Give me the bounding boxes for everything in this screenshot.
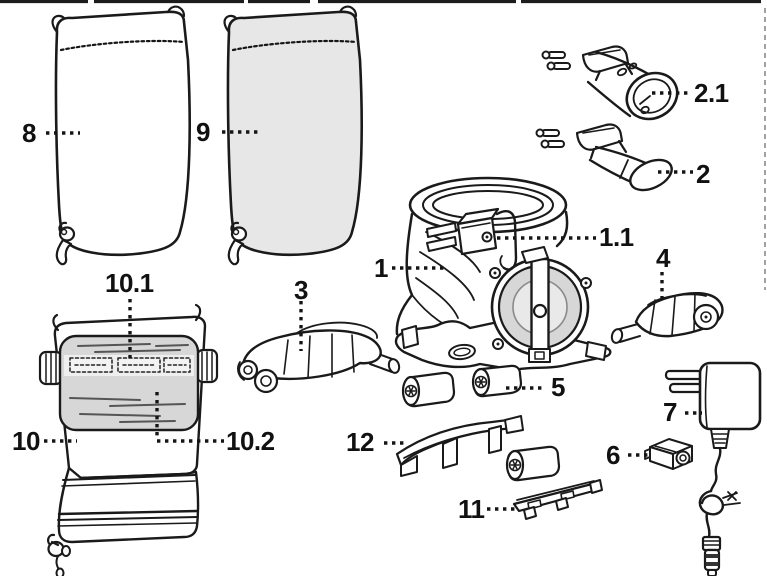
part-4-art-side-wing-right bbox=[610, 292, 724, 344]
part-6-art-motor-block bbox=[644, 438, 693, 470]
part-10-art-roller-bag bbox=[38, 303, 219, 576]
part-label-12: 12 bbox=[346, 427, 374, 457]
part-9-art-filter-bag bbox=[223, 5, 364, 266]
part-12-art-curved-bracket bbox=[395, 415, 524, 477]
part-label-7: 7 bbox=[663, 397, 677, 427]
part-11-art-clip-rail bbox=[512, 479, 603, 520]
part-label-1-1: 1.1 bbox=[599, 222, 634, 252]
callout-leaders bbox=[44, 91, 702, 511]
part-10-1-art-roller-brush bbox=[38, 334, 219, 432]
part-label-2: 2 bbox=[696, 159, 710, 189]
part-label-6: 6 bbox=[606, 440, 620, 470]
part-3-art-side-wing-left bbox=[237, 321, 401, 394]
part-8-art-filter-bag bbox=[51, 5, 192, 266]
part-label-11: 11 bbox=[458, 494, 485, 524]
part-2-art-nozzle-closed bbox=[535, 123, 673, 192]
part-label-9: 9 bbox=[196, 117, 210, 147]
part-label-8: 8 bbox=[22, 118, 36, 148]
part-7-art-power-adapter bbox=[664, 361, 762, 576]
part-1-1-art-latch bbox=[426, 207, 518, 271]
scan-artifact-edges bbox=[0, 0, 767, 290]
part-1-art-pump-housing bbox=[394, 176, 612, 372]
part-label-10-1: 10.1 bbox=[105, 268, 154, 298]
part-2-1-art-nozzle-open bbox=[541, 45, 679, 121]
part-label-5: 5 bbox=[551, 372, 565, 402]
part-label-10-2: 10.2 bbox=[226, 426, 275, 456]
part-5-art-rollers bbox=[401, 364, 561, 482]
part-label-2-1: 2.1 bbox=[694, 78, 729, 108]
part-label-4: 4 bbox=[656, 243, 670, 273]
part-10-2-art-roller-paddles bbox=[69, 357, 191, 373]
part-label-1: 1 bbox=[374, 253, 388, 283]
part-label-3: 3 bbox=[294, 275, 308, 305]
part-label-10: 10 bbox=[12, 426, 40, 456]
